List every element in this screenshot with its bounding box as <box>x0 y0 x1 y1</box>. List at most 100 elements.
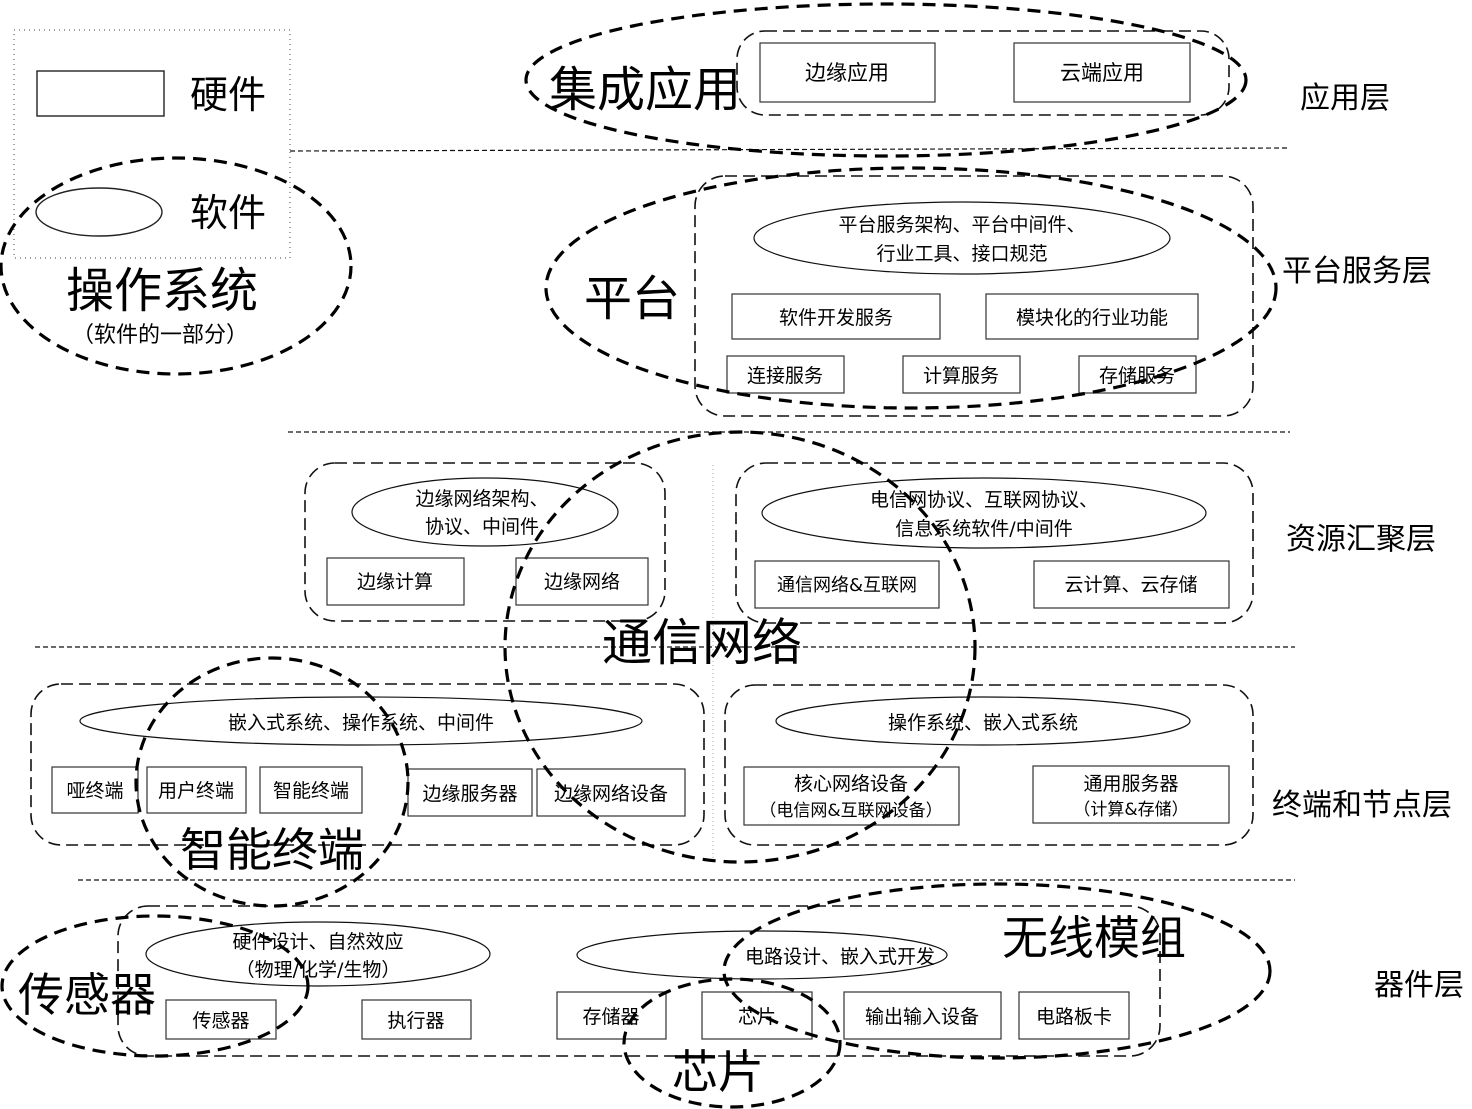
legend-software-label: 软件 <box>190 191 266 235</box>
platform-highlight-ellipse <box>544 166 1278 410</box>
chip-highlight-label: 芯片 <box>672 1045 764 1099</box>
os-highlight-ellipse <box>0 156 353 376</box>
legend-hardware-label: 硬件 <box>190 73 266 117</box>
device-box-circuit-board-label: 电路板卡 <box>1036 1006 1112 1028</box>
platform-software-line2: 行业工具、接口规范 <box>876 243 1047 265</box>
chip-highlight-ellipse <box>622 977 842 1109</box>
platform-box-software-dev-label: 软件开发服务 <box>779 307 893 329</box>
resource-cloud-software-line1: 电信网协议、互联网协议、 <box>870 489 1098 511</box>
platform-box-modular <box>985 293 1199 340</box>
terminal-box-general-server-line2: （计算&存储） <box>1073 800 1188 820</box>
sensor-highlight-ellipse <box>0 914 310 1058</box>
terminal-edge-software-label: 嵌入式系统、操作系统、中间件 <box>228 712 494 734</box>
smart-terminal-highlight-label: 智能终端 <box>180 823 364 877</box>
device-box-memory-label: 存储器 <box>582 1006 639 1028</box>
terminal-core-software-label: 操作系统、嵌入式系统 <box>888 712 1078 734</box>
legend-software-swatch <box>35 187 163 237</box>
resource-edge-software-ellipse <box>351 477 619 547</box>
terminal-box-dumb <box>51 766 139 814</box>
terminal-box-edge-network-device-label: 边缘网络设备 <box>554 783 668 805</box>
smart-terminal-highlight-ellipse <box>134 656 410 908</box>
platform-box-connect-label: 连接服务 <box>747 365 823 387</box>
layer-label-application: 应用层 <box>1300 81 1390 116</box>
device-sensing-software-line1: 硬件设计、自然效应 <box>232 931 403 953</box>
comm-network-highlight-ellipse <box>503 430 977 864</box>
os-highlight-note: （软件的一部分） <box>72 323 248 348</box>
divider-app-platform <box>289 147 1291 152</box>
terminal-box-core-network <box>743 766 960 826</box>
platform-software-line1: 平台服务架构、平台中间件、 <box>838 214 1085 236</box>
device-layer: 硬件设计、自然效应 （物理/化学/生物） 传感器 执行器 电路设计、嵌入式开发 … <box>117 905 1161 1057</box>
device-group <box>117 905 1161 1057</box>
terminal-box-general-server <box>1032 765 1230 824</box>
terminal-core-group <box>724 684 1254 846</box>
wireless-module-highlight-ellipse <box>722 882 1272 1060</box>
device-circuit-software-ellipse <box>576 930 948 980</box>
platform-box-compute <box>902 355 1021 394</box>
terminal-box-dumb-label: 哑终端 <box>66 780 123 802</box>
highlights: 操作系统 （软件的一部分） 集成应用 平台 通信网络 智能终端 传感器 无线模组… <box>0 2 1278 1109</box>
platform-box-modular-label: 模块化的行业功能 <box>1016 307 1168 329</box>
integrated-app-highlight-ellipse <box>524 2 1248 158</box>
layer-label-terminal: 终端和节点层 <box>1272 788 1452 823</box>
application-group <box>736 30 1230 116</box>
legend-hardware-swatch <box>36 70 165 117</box>
platform-box-storage <box>1078 355 1197 394</box>
resource-box-edge-network-label: 边缘网络 <box>544 571 620 593</box>
terminal-box-user-label: 用户终端 <box>158 780 234 802</box>
device-box-actuator <box>361 999 472 1040</box>
app-box-edge-label: 边缘应用 <box>805 61 889 85</box>
terminal-box-edge-server <box>407 768 533 817</box>
resource-box-cloud <box>1033 560 1230 609</box>
platform-layer: 平台服务架构、平台中间件、 行业工具、接口规范 软件开发服务 模块化的行业功能 … <box>694 175 1254 417</box>
legend-frame <box>13 29 291 259</box>
device-sensing-software-line2: （物理/化学/生物） <box>236 959 401 981</box>
layer-label-device: 器件层 <box>1374 968 1464 1003</box>
resource-box-edge-compute <box>326 557 465 606</box>
sensor-highlight-label: 传感器 <box>18 968 156 1022</box>
resource-box-telecom-internet <box>754 560 940 609</box>
terminal-box-general-server-line1: 通用服务器 <box>1083 773 1178 795</box>
resource-edge-software-line2: 协议、中间件 <box>425 516 539 538</box>
device-box-io <box>843 991 1002 1040</box>
resource-cloud-software-line2: 信息系统软件/中间件 <box>895 518 1072 540</box>
resource-box-telecom-internet-label: 通信网络&互联网 <box>777 575 917 596</box>
os-highlight-label: 操作系统 <box>66 263 258 319</box>
platform-software-ellipse <box>753 201 1171 275</box>
terminal-box-edge-server-label: 边缘服务器 <box>422 783 517 805</box>
device-circuit-software-label: 电路设计、嵌入式开发 <box>745 946 935 968</box>
terminal-edge-group <box>30 683 705 846</box>
resource-edge-software-line1: 边缘网络架构、 <box>415 488 548 510</box>
device-box-circuit-board <box>1018 991 1130 1040</box>
platform-group <box>694 175 1254 417</box>
app-box-edge <box>759 42 936 103</box>
terminal-layer: 嵌入式系统、操作系统、中间件 哑终端 用户终端 智能终端 边缘服务器 边缘网络设… <box>30 683 1254 846</box>
layer-label-platform: 平台服务层 <box>1282 254 1432 289</box>
device-box-memory <box>556 991 667 1040</box>
app-box-cloud-label: 云端应用 <box>1060 61 1144 85</box>
resource-layer: 边缘网络架构、 协议、中间件 边缘计算 边缘网络 电信网协议、互联网协议、 信息… <box>304 462 1254 624</box>
app-box-cloud <box>1013 42 1191 103</box>
integrated-app-highlight-label: 集成应用 <box>549 62 741 118</box>
terminal-edge-software-ellipse <box>79 696 643 746</box>
device-sensing-software-ellipse <box>145 921 491 987</box>
terminal-box-user <box>146 766 247 814</box>
terminal-box-edge-network-device <box>536 768 686 817</box>
resource-edge-group <box>304 462 666 622</box>
terminal-box-core-network-line1: 核心网络设备 <box>794 773 908 795</box>
device-box-io-label: 输出输入设备 <box>865 1006 979 1028</box>
wireless-module-highlight-label: 无线模组 <box>1002 911 1186 965</box>
platform-box-software-dev <box>731 293 941 340</box>
device-box-sensor-label: 传感器 <box>192 1010 249 1032</box>
device-box-actuator-label: 执行器 <box>387 1010 444 1032</box>
platform-box-compute-label: 计算服务 <box>923 365 999 387</box>
terminal-box-smart <box>259 766 363 814</box>
platform-highlight-label: 平台 <box>584 271 680 327</box>
layer-label-resource: 资源汇聚层 <box>1286 522 1436 557</box>
device-box-chip <box>701 991 813 1040</box>
comm-network-highlight-label: 通信网络 <box>602 614 802 672</box>
legend: 硬件 软件 <box>13 29 291 259</box>
resource-box-edge-network <box>515 557 649 606</box>
terminal-core-software-ellipse <box>775 696 1191 746</box>
